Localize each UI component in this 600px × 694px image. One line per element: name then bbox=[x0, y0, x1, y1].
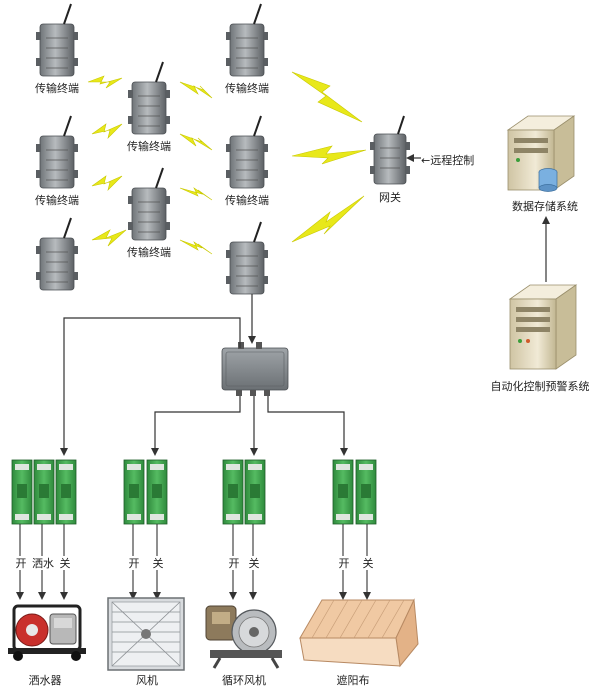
transmission-terminal bbox=[36, 217, 78, 291]
transmission-terminal: 传输终端 bbox=[225, 115, 269, 207]
lightning-bolt bbox=[291, 145, 367, 165]
circ-fan-close-label: 关 bbox=[249, 556, 260, 570]
lightning-bolt bbox=[179, 81, 213, 99]
terminal-label: 传输终端 bbox=[127, 139, 171, 153]
relay-group bbox=[11, 459, 377, 525]
exhaust-fan-icon bbox=[107, 597, 185, 671]
gateway-device bbox=[370, 115, 410, 185]
relay-module bbox=[332, 459, 354, 525]
wiring bbox=[60, 294, 348, 456]
fan-open-label: 开 bbox=[129, 557, 140, 570]
lightning-bolt bbox=[291, 195, 365, 243]
circulation-fan-icon bbox=[205, 605, 282, 669]
sprinkler-open-label: 开 bbox=[16, 557, 27, 570]
output-labels: 开 洒水 关 开 关 开 关 开 关 bbox=[13, 556, 376, 570]
sunshade-open-label: 开 bbox=[339, 557, 350, 570]
lightning-bolt bbox=[291, 71, 363, 123]
circ-fan-open-label: 开 bbox=[229, 557, 240, 570]
gateway-label: 网关 bbox=[379, 190, 401, 204]
lightning-bolt bbox=[179, 239, 213, 255]
database-icon bbox=[538, 168, 558, 192]
auto-control-server bbox=[508, 284, 578, 370]
lightning-bolt bbox=[91, 175, 123, 191]
terminal-label: 传输终端 bbox=[35, 81, 79, 95]
data-storage-server bbox=[506, 115, 576, 192]
lightning-bolt bbox=[179, 187, 213, 201]
relay-module bbox=[55, 459, 77, 525]
relay-module bbox=[33, 459, 55, 525]
relay-module bbox=[222, 459, 244, 525]
sunshade-label: 遮阳布 bbox=[337, 673, 370, 687]
transmission-terminal: 传输终端 bbox=[127, 167, 171, 259]
relay-module bbox=[355, 459, 377, 525]
lightning-bolt bbox=[91, 229, 127, 247]
sprinkler-label: 洒水器 bbox=[29, 674, 62, 687]
terminal-label: 传输终端 bbox=[127, 245, 171, 259]
sunshade-icon bbox=[299, 598, 419, 668]
transmission-terminal: 传输终端 bbox=[35, 3, 79, 95]
terminal-label: 传输终端 bbox=[225, 81, 269, 95]
relay-module bbox=[244, 459, 266, 525]
circulation-fan-label: 循环风机 bbox=[222, 673, 266, 687]
lightning-bolt bbox=[91, 123, 123, 139]
lightning-bolt bbox=[179, 133, 213, 151]
transmission-terminal: 传输终端 bbox=[35, 115, 79, 207]
sprinkler-pump-icon bbox=[8, 604, 86, 661]
transmission-terminal: 传输终端 bbox=[225, 3, 269, 95]
fan-close-label: 关 bbox=[153, 556, 164, 570]
junction-box bbox=[221, 342, 289, 396]
wireless-links bbox=[87, 71, 367, 255]
relay-module bbox=[11, 459, 33, 525]
relay-module bbox=[123, 459, 145, 525]
transmission-terminal: 传输终端 bbox=[127, 61, 171, 153]
data-storage-label: 数据存储系统 bbox=[512, 199, 578, 213]
lightning-bolt bbox=[87, 75, 123, 89]
fan-label: 风机 bbox=[136, 673, 158, 687]
transmission-terminal bbox=[226, 221, 268, 295]
relay-module bbox=[146, 459, 168, 525]
remote-control-label: ←远程控制 bbox=[421, 153, 474, 167]
terminal-label: 传输终端 bbox=[35, 193, 79, 207]
sunshade-close-label: 关 bbox=[363, 556, 374, 570]
auto-control-label: 自动化控制预警系统 bbox=[491, 379, 590, 393]
terminal-group: 传输终端传输终端传输终端传输终端传输终端传输终端 bbox=[35, 3, 269, 295]
sprinkler-water-label: 洒水 bbox=[32, 557, 54, 570]
terminal-label: 传输终端 bbox=[225, 193, 269, 207]
sprinkler-close-label: 关 bbox=[60, 556, 71, 570]
